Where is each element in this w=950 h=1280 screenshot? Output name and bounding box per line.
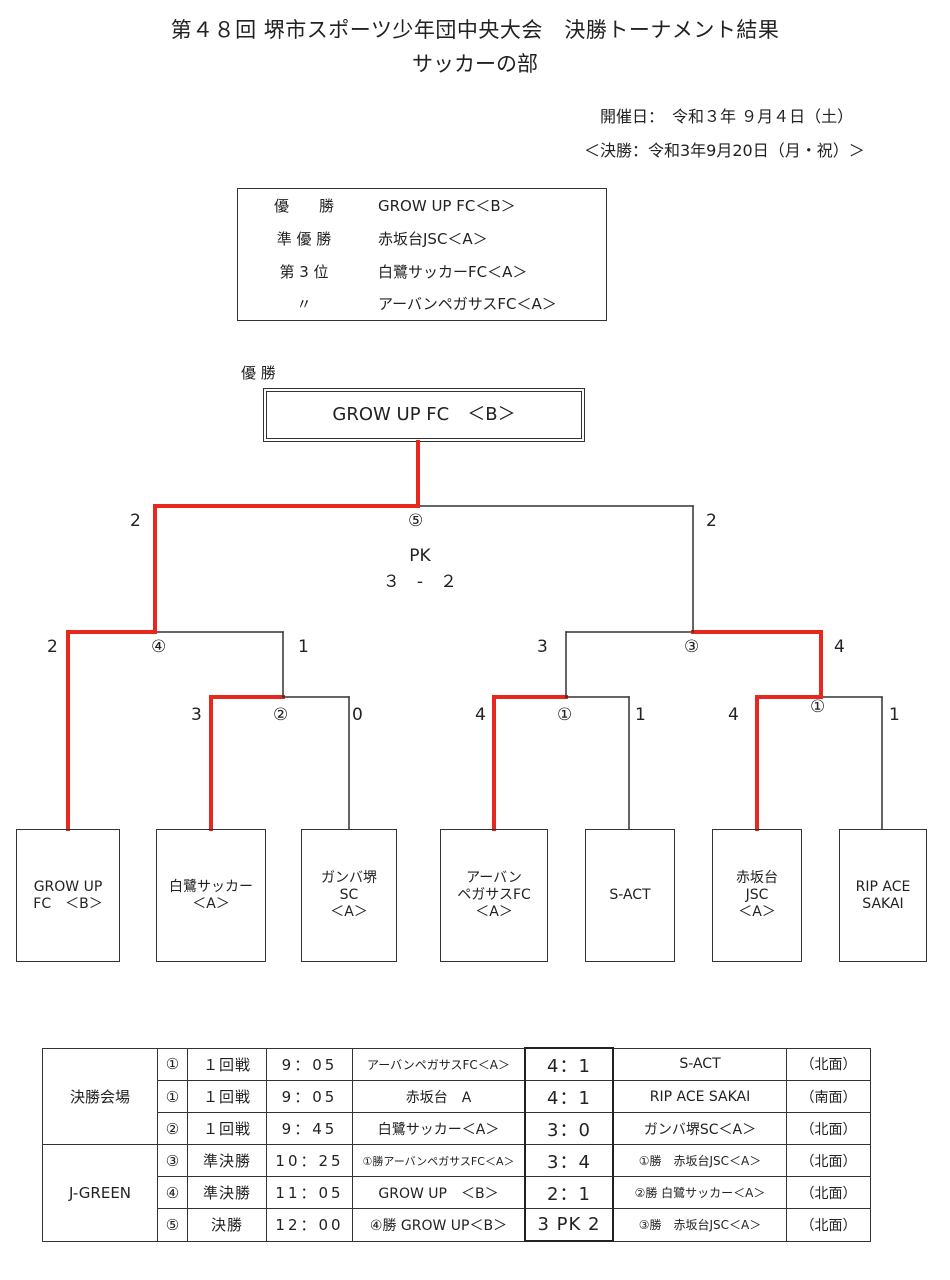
score-cell: 3 PK 2: [524, 1208, 614, 1242]
final-pk-label: PK: [409, 546, 431, 566]
match-number-m3: ③: [684, 637, 700, 657]
match-number-cell: ①: [157, 1080, 188, 1113]
score-cell: 4：1: [524, 1047, 614, 1081]
m4-left-score: 2: [47, 637, 58, 657]
final-date: ＜決勝：令和3年9月20日（月・祝）＞: [584, 141, 865, 160]
round-cell: １回戦: [187, 1080, 267, 1113]
away-team-cell: RIP ACE SAKAI: [612, 1080, 787, 1113]
bracket-lines: [66, 440, 883, 831]
m1a-left-score: 4: [475, 705, 486, 725]
match-number-m2: ②: [273, 705, 289, 725]
m1a-right-score: 1: [635, 705, 646, 725]
home-team-cell: アーバンペガサスFC＜A＞: [352, 1047, 526, 1081]
m3-right-score: 4: [834, 637, 845, 657]
result-rank: 優 勝: [273, 197, 334, 215]
event-date: 開催日： 令和３年 ９月４日（土）: [600, 107, 854, 126]
venue-cell: J-GREEN: [42, 1144, 158, 1242]
home-team-cell: ①勝アーバンペガサスFC＜A＞: [352, 1144, 526, 1177]
team-box: アーバン ペガサスFC ＜A＞: [440, 829, 548, 962]
m1b-left-score: 4: [728, 705, 739, 725]
field-cell: （北面）: [786, 1144, 871, 1177]
match-number-m1a: ①: [557, 705, 573, 725]
time-cell: 10：25: [266, 1144, 353, 1177]
match-number-cell: ③: [157, 1144, 188, 1177]
away-team-cell: ①勝 赤坂台JSC＜A＞: [612, 1144, 787, 1177]
away-team-cell: ②勝 白鷺サッカー＜A＞: [612, 1176, 787, 1209]
field-cell: （北面）: [786, 1176, 871, 1209]
result-team: 白鷺サッカーFC＜A＞: [378, 263, 528, 281]
team-box: 白鷺サッカー ＜A＞: [156, 829, 266, 962]
away-team-cell: ③勝 赤坂台JSC＜A＞: [612, 1208, 787, 1242]
field-cell: （北面）: [786, 1112, 871, 1145]
page-subtitle: サッカーの部: [412, 52, 538, 76]
round-cell: 準決勝: [187, 1144, 267, 1177]
home-team-cell: 白鷺サッカー＜A＞: [352, 1112, 526, 1145]
round-cell: 準決勝: [187, 1176, 267, 1209]
home-team-cell: ④勝 GROW UP＜B＞: [352, 1208, 526, 1242]
team-box: RIP ACE SAKAI: [839, 829, 927, 962]
team-box: ガンバ堺 SC ＜A＞: [301, 829, 397, 962]
champion-label: 優 勝: [241, 364, 276, 382]
m2-left-score: 3: [191, 705, 202, 725]
field-cell: （北面）: [786, 1047, 871, 1081]
round-cell: 決勝: [187, 1208, 267, 1242]
final-pk-score: ３ - ２: [382, 572, 458, 592]
time-cell: 9：45: [266, 1112, 353, 1145]
m1b-right-score: 1: [889, 705, 900, 725]
round-cell: １回戦: [187, 1112, 267, 1145]
final-right-score: 2: [706, 511, 717, 531]
result-rank: 〃: [296, 295, 312, 313]
m3-left-score: 3: [537, 637, 548, 657]
time-cell: 9：05: [266, 1080, 353, 1113]
score-cell: 4：1: [524, 1080, 614, 1113]
match-number-m1b: ①: [810, 697, 826, 717]
result-rank: 準 優 勝: [276, 230, 332, 248]
m2-right-score: 0: [352, 705, 363, 725]
page-title: 第４８回 堺市スポーツ少年団中央大会 決勝トーナメント結果: [170, 18, 780, 42]
score-cell: 3：0: [524, 1112, 614, 1145]
match-number-m4: ④: [151, 637, 167, 657]
round-cell: １回戦: [187, 1047, 267, 1081]
venue-cell: 決勝会場: [42, 1047, 158, 1145]
score-cell: 3：4: [524, 1144, 614, 1177]
field-cell: （北面）: [786, 1208, 871, 1242]
champion-box: GROW UP FC ＜B＞: [263, 388, 585, 442]
team-box: GROW UP FC ＜B＞: [16, 829, 120, 962]
time-cell: 11：05: [266, 1176, 353, 1209]
field-cell: （南面）: [786, 1080, 871, 1113]
results-summary-box: 優 勝 GROW UP FC＜B＞ 準 優 勝 赤坂台JSC＜A＞ 第 3 位 …: [237, 188, 607, 321]
match-number-cell: ①: [157, 1047, 188, 1081]
time-cell: 9：05: [266, 1047, 353, 1081]
match-number-final: ⑤: [408, 511, 424, 531]
match-number-cell: ⑤: [157, 1208, 188, 1242]
final-left-score: 2: [130, 511, 141, 531]
result-team: アーバンペガサスFC＜A＞: [378, 295, 557, 313]
score-cell: 2：1: [524, 1176, 614, 1209]
time-cell: 12：00: [266, 1208, 353, 1242]
home-team-cell: GROW UP ＜B＞: [352, 1176, 526, 1209]
home-team-cell: 赤坂台 A: [352, 1080, 526, 1113]
team-box: S-ACT: [585, 829, 675, 962]
away-team-cell: S-ACT: [612, 1047, 787, 1081]
result-team: 赤坂台JSC＜A＞: [378, 230, 488, 248]
away-team-cell: ガンバ堺SC＜A＞: [612, 1112, 787, 1145]
result-team: GROW UP FC＜B＞: [378, 197, 516, 215]
team-box: 赤坂台 JSC ＜A＞: [712, 829, 802, 962]
m4-right-score: 1: [298, 637, 309, 657]
match-number-cell: ②: [157, 1112, 188, 1145]
match-number-cell: ④: [157, 1176, 188, 1209]
result-rank: 第 3 位: [279, 263, 329, 281]
